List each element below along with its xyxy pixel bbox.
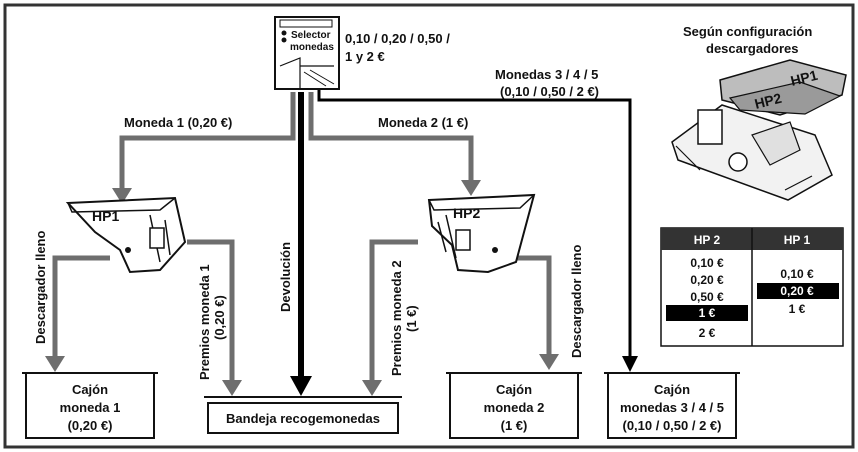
hp1-value: 1 €	[789, 302, 806, 316]
premios2-flow	[369, 239, 418, 382]
hp2-value: 2 €	[699, 326, 716, 340]
black-flows	[298, 86, 632, 378]
cajon-monedas345-box: Cajón monedas 3 / 4 / 5 (0,10 / 0,50 / 2…	[604, 372, 740, 439]
premios2-label-line2: (1 €)	[404, 305, 419, 332]
table-header-hp1: HP 1	[784, 233, 811, 247]
config-title-line1: Según configuración	[683, 24, 812, 39]
cajon2-line2: moneda 2	[484, 400, 545, 415]
premios2-label-line1: Premios moneda 2	[389, 260, 404, 376]
moneda1-flow	[119, 92, 296, 190]
selector-coins-line2: 1 y 2 €	[345, 49, 385, 64]
coin-selector-device: Selector monedas	[274, 16, 340, 90]
monedas345-label-line2: (0,10 / 0,50 / 2 €)	[500, 84, 599, 99]
cajon3-line3: (0,10 / 0,50 / 2 €)	[622, 418, 721, 433]
gray-flows	[52, 92, 552, 382]
devolucion-arrowhead	[290, 376, 312, 396]
monedas345-arrowhead	[622, 356, 638, 372]
premios1-label-line2: (0,20 €)	[212, 295, 227, 340]
hp2-label: HP2	[453, 205, 480, 221]
monedas345-label-line1: Monedas 3 / 4 / 5	[495, 67, 598, 82]
hp2-value: 0,50 €	[690, 290, 724, 304]
cajon1-line1: Cajón	[72, 382, 108, 397]
config-hp1-tag: HP1	[789, 67, 820, 89]
hp1-value-highlighted: 0,20 €	[780, 284, 814, 298]
premios1-label-line1: Premios moneda 1	[197, 264, 212, 380]
machine-illustration: HP1 HP2	[671, 59, 847, 201]
moneda1-label: Moneda 1 (0,20 €)	[124, 115, 232, 130]
hp2-value: 0,10 €	[690, 256, 724, 270]
config-table: HP 2 HP 1 0,10 € 0,20 € 0,50 € 1 € 2 € 0…	[660, 227, 844, 347]
cajon1-line3: (0,20 €)	[68, 418, 113, 433]
hp2-value: 0,20 €	[690, 273, 724, 287]
hp1-value: 0,10 €	[780, 267, 814, 281]
cajon3-line2: monedas 3 / 4 / 5	[620, 400, 724, 415]
config-title-line2: descargadores	[706, 41, 799, 56]
cajon2-line3: (1 €)	[501, 418, 528, 433]
hopper-hp2-icon: HP2	[427, 193, 536, 274]
selector-label-line1: Selector	[291, 30, 331, 41]
descargador-right-label: Descargador lleno	[569, 245, 584, 358]
cajon1-line2: moneda 1	[60, 400, 121, 415]
moneda2-label: Moneda 2 (1 €)	[378, 115, 468, 130]
hp1-highlight	[757, 283, 839, 299]
hp1-label: HP1	[92, 208, 119, 224]
bandeja-box: Bandeja recogemonedas	[204, 396, 402, 434]
hopper-hp1-icon: HP1	[65, 196, 187, 274]
descargador-left-label: Descargador lleno	[33, 231, 48, 344]
descargador-left-flow	[52, 255, 110, 358]
config-hp2-tag: HP2	[753, 90, 784, 112]
cajon-moneda1-box: Cajón moneda 1 (0,20 €)	[22, 372, 158, 439]
devolucion-label: Devolución	[278, 242, 293, 312]
cajon3-line1: Cajón	[654, 382, 690, 397]
moneda2-flow	[308, 92, 474, 182]
gray-arrowheads	[45, 180, 559, 396]
cajon2-line1: Cajón	[496, 382, 532, 397]
descargador-right-flow	[508, 255, 552, 356]
selector-label-line2: monedas	[290, 42, 334, 53]
selector-coins-line1: 0,10 / 0,20 / 0,50 /	[345, 31, 450, 46]
table-header-hp2: HP 2	[694, 233, 721, 247]
cajon-moneda2-box: Cajón moneda 2 (1 €)	[446, 372, 582, 439]
premios1-flow	[187, 239, 235, 382]
hp2-value-highlighted: 1 €	[699, 306, 716, 320]
hp2-highlight	[666, 305, 748, 321]
monedas345-flow	[317, 86, 632, 358]
bandeja-label: Bandeja recogemonedas	[226, 411, 380, 426]
